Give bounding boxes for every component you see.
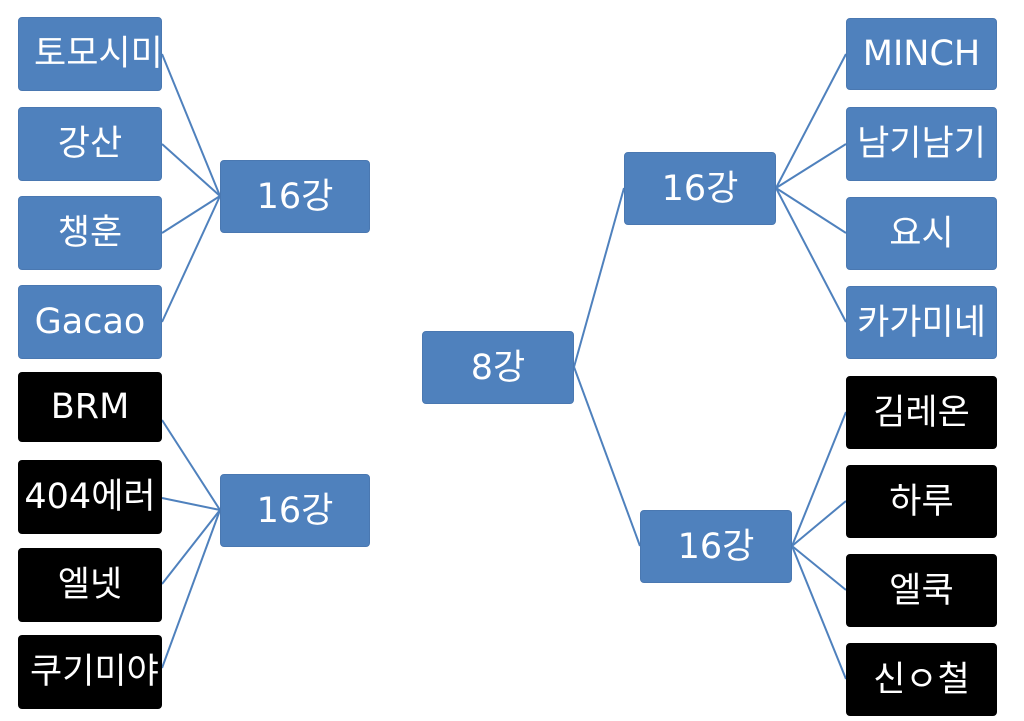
team-box-404-error: 404에러 <box>18 460 162 534</box>
connector-right-top-1 <box>775 53 847 189</box>
team-box-haru: 하루 <box>846 465 997 538</box>
connector-left-top-2 <box>161 143 221 197</box>
team-label: 쿠기미야리 <box>30 652 161 692</box>
round-label: 16강 <box>256 490 334 531</box>
round-of-16-box-left-top: 16강 <box>220 160 370 233</box>
team-label: 강산 <box>57 124 123 164</box>
team-box-kimleon: 김레온 <box>846 376 997 449</box>
connector-right-bottom-4 <box>791 545 847 680</box>
team-box-tomosimi: 토모시미 <box>18 17 162 91</box>
round-label: 16강 <box>256 176 334 217</box>
team-label: 김레온 <box>873 392 970 433</box>
connector-left-top-4 <box>161 195 221 323</box>
round-of-16-box-right-bottom: 16강 <box>640 510 792 583</box>
connector-right-top-4 <box>775 187 847 323</box>
connector-right-bottom-2 <box>791 500 847 547</box>
team-label: 신ㅇ철 <box>873 659 970 700</box>
connector-right-top-3 <box>775 187 847 234</box>
team-label: 토모시미 <box>34 34 162 74</box>
connector-left-bottom-1 <box>161 419 221 511</box>
team-box-elnet: 엘넷 <box>18 548 162 622</box>
connector-root-right-bottom <box>573 366 641 547</box>
connector-left-bottom-2 <box>161 497 221 511</box>
connector-right-bottom-1 <box>791 411 847 547</box>
team-label: 하루 <box>889 481 954 522</box>
team-box-gacao: Gacao <box>18 285 162 359</box>
team-label: 404에러 <box>24 477 156 517</box>
round-label: 16강 <box>677 526 755 567</box>
team-label: MINCH <box>862 34 981 74</box>
team-label: 남기남기 <box>857 124 986 164</box>
team-box-sin-o-cheol: 신ㅇ철 <box>846 643 997 716</box>
team-label: BRM <box>50 387 130 427</box>
connector-left-bottom-4 <box>161 509 221 669</box>
team-box-namginamgi: 남기남기 <box>846 107 997 181</box>
team-box-kugimiyari: 쿠기미야리 <box>18 635 162 709</box>
team-label: 카가미네 <box>857 302 986 343</box>
team-box-brm: BRM <box>18 372 162 442</box>
team-box-elkuk: 엘쿡 <box>846 554 997 627</box>
round-label: 8강 <box>470 347 526 388</box>
quarterfinal-box: 8강 <box>422 331 574 404</box>
connector-right-bottom-3 <box>791 545 847 591</box>
round-of-16-box-right-top: 16강 <box>624 152 776 225</box>
connector-right-top-2 <box>775 143 847 189</box>
team-label: 요시 <box>889 213 954 254</box>
team-label: 챙훈 <box>57 213 123 253</box>
connector-left-top-3 <box>161 195 221 234</box>
team-box-kagamine: 카가미네 <box>846 286 997 359</box>
connector-root-right-top <box>573 187 625 368</box>
team-label: 엘쿡 <box>889 570 954 611</box>
team-box-yoshi: 요시 <box>846 197 997 270</box>
team-box-minch: MINCH <box>846 18 997 90</box>
connector-left-top-1 <box>161 53 221 197</box>
connector-left-bottom-3 <box>161 509 221 585</box>
round-of-16-box-left-bottom: 16강 <box>220 474 370 547</box>
team-box-chaenghun: 챙훈 <box>18 196 162 270</box>
team-box-gangsan: 강산 <box>18 107 162 181</box>
round-label: 16강 <box>661 168 739 209</box>
team-label: 엘넷 <box>57 565 123 605</box>
team-label: Gacao <box>34 302 146 342</box>
